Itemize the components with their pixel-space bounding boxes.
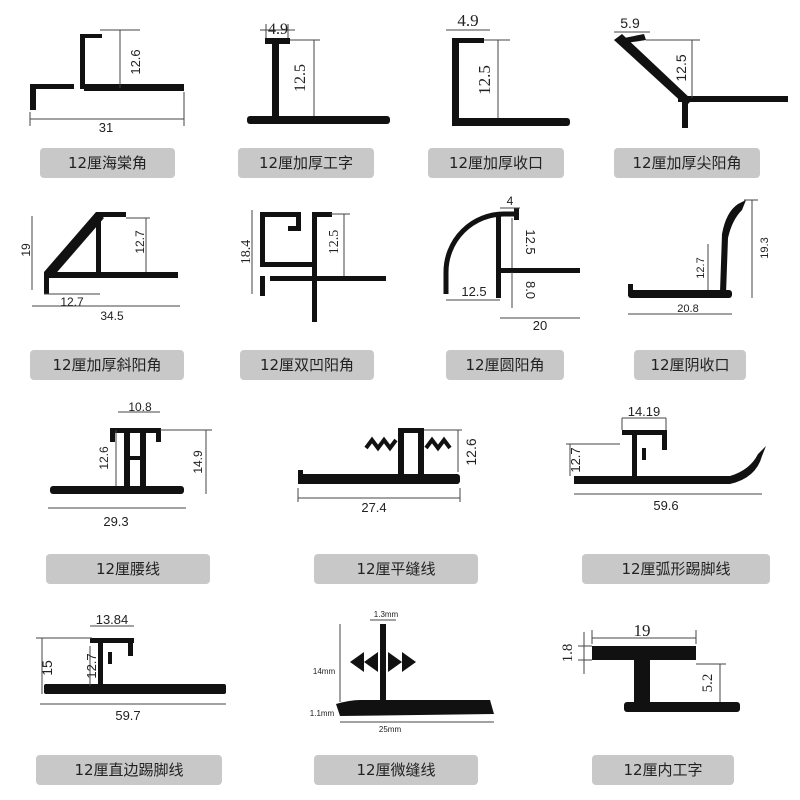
dim-label: 19 [634,621,651,640]
profile-diagram: 1.3mm 14mm 1.1mm 25mm [310,610,494,734]
profile-micro-seam: 1.3mm 14mm 1.1mm 25mm 12厘微缝线 [260,590,530,800]
profile-thick-edge: 4.9 12.5 12厘加厚收口 [400,0,600,190]
dim-label: 5.9 [620,15,640,31]
dim-label: 12.7 [568,447,583,472]
dim-label: 12.5 [461,284,486,299]
dim-label: 4.9 [457,11,478,30]
profile-label: 12厘双凹阳角 [240,350,374,380]
dim-label: 29.3 [103,514,128,529]
profile-label: 12厘平缝线 [314,554,478,584]
profile-diagram: 4 12.5 12.5 8.0 20 [443,194,580,333]
dim-label: 5.2 [700,674,716,693]
profile-thick-bevel: 19 12.7 12.7 34.5 12厘加厚斜阳角 [0,190,200,390]
dim-label: 14mm [313,667,336,676]
dim-label: 13.84 [96,612,129,627]
dim-label: 1.1mm [310,709,335,718]
profile-diagram: 14.19 12.7 59.6 [566,404,766,513]
dim-label: 19.3 [759,237,771,258]
dim-label: 34.5 [100,309,124,323]
profile-label: 12厘直边踢脚线 [36,755,222,785]
dim-label: 12.5 [673,54,689,81]
dim-label: 12.7 [60,295,84,309]
profile-thick-h: 4.9 12.5 12厘加厚工字 [200,0,400,190]
dim-label: 12.5 [523,229,538,254]
dim-label: 1.3mm [374,610,399,619]
profile-round-corner: 4 12.5 12.5 8.0 20 12厘圆阳角 [400,190,600,390]
dim-label: 20 [533,318,547,333]
profile-diagram: 5.9 12.5 [614,15,788,128]
dim-label: 12.7 [133,230,147,254]
profile-diagram: 19 1.8 5.2 [560,621,740,712]
profile-diagram: 13.84 15 12.7 59.7 [36,612,226,723]
dim-label: 12.6 [128,49,143,74]
profile-flat-seam: 12.6 27.4 12厘平缝线 [260,390,530,590]
dim-label: 14.9 [191,450,205,474]
profile-label: 12厘加厚收口 [428,148,564,178]
dim-label: 18.4 [239,240,254,265]
profile-diagram: 4.9 12.5 [446,11,570,126]
dim-label: 10.8 [128,400,152,414]
profile-diagram: 12.6 31 [29,29,185,135]
profile-diagram: 19 12.7 12.7 34.5 [19,212,180,323]
dim-label: 12.5 [292,64,309,92]
dim-label: 12.6 [97,446,111,470]
profile-label: 12厘加厚尖阳角 [614,148,760,178]
dim-label: 20.8 [677,303,698,315]
dim-label: 25mm [379,725,402,734]
dim-label: 4 [507,194,514,208]
dim-label: 31 [99,120,113,135]
profile-thick-pointed: 5.9 12.5 12厘加厚尖阳角 [600,0,800,190]
profile-straight-skirting: 13.84 15 12.7 59.7 12厘直边踢脚线 [0,590,260,800]
profile-label: 12厘微缝线 [314,755,478,785]
profile-label: 12厘阴收口 [634,350,746,380]
dim-label: 12.5 [327,230,342,255]
profile-haitang-corner: 12.6 31 12厘海棠角 [0,0,200,190]
dim-label: 15 [39,660,55,676]
dim-label: 8.0 [523,281,538,299]
profile-label: 12厘圆阳角 [446,350,564,380]
profile-inner-h: 19 1.8 5.2 12厘内工字 [530,590,800,800]
dim-label: 12.7 [695,257,707,278]
profile-diagram: 12.6 27.4 [297,428,479,515]
profile-waistline: 10.8 12.6 14.9 29.3 12厘腰线 [0,390,260,590]
profile-arc-skirting: 14.19 12.7 59.6 12厘弧形踢脚线 [530,390,800,590]
profile-label: 12厘海棠角 [40,148,175,178]
profile-label: 12厘腰线 [46,554,210,584]
profile-diagram: 12.7 19.3 20.8 [628,199,771,315]
dim-label: 27.4 [361,500,386,515]
dim-label: 12.7 [84,653,99,678]
dim-label: 59.7 [115,708,140,723]
profile-label: 12厘内工字 [592,755,734,785]
dim-label: 12.5 [475,65,494,95]
profile-diagram: 18.4 12.5 [239,210,386,322]
profile-inner-edge: 12.7 19.3 20.8 12厘阴收口 [600,190,800,390]
dim-label: 1.8 [560,644,576,663]
profile-diagram: 10.8 12.6 14.9 29.3 [48,400,212,529]
profile-diagram: 4.9 12.5 [247,21,390,124]
profile-label: 12厘弧形踢脚线 [582,554,770,584]
dim-label: 14.19 [628,404,661,419]
profile-double-recess: 18.4 12.5 12厘双凹阳角 [200,190,400,390]
profile-label: 12厘加厚斜阳角 [30,350,184,380]
profile-label: 12厘加厚工字 [238,148,374,178]
dim-label: 19 [19,243,33,257]
dim-label: 59.6 [653,498,678,513]
dim-label: 12.6 [463,438,479,465]
dim-label: 4.9 [268,21,288,38]
